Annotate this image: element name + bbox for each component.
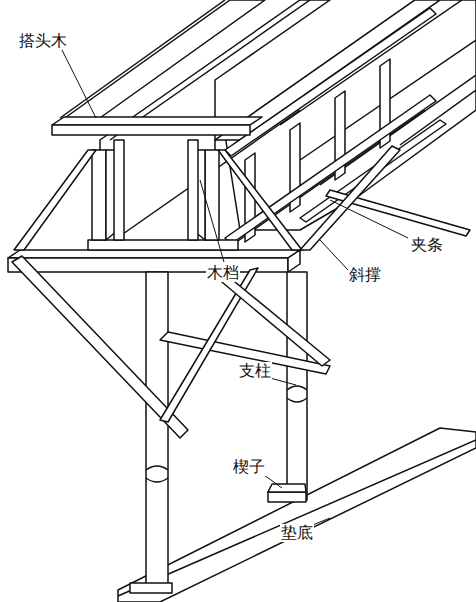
cross-plank	[8, 250, 300, 258]
leader-lines	[200, 180, 224, 262]
post	[287, 272, 307, 500]
cross-plank	[8, 258, 288, 272]
wedge-label: 楔子	[232, 458, 266, 476]
post	[287, 386, 307, 402]
short-brace	[14, 150, 96, 250]
beam-front	[88, 240, 238, 250]
post-label: 支柱	[238, 362, 272, 380]
slab-boards	[300, 40, 476, 160]
cross-plank	[288, 250, 300, 272]
leader-lines	[320, 240, 348, 270]
clamp-strip	[225, 8, 436, 156]
slab-boards	[280, 0, 462, 125]
post	[130, 583, 172, 593]
long-brace	[12, 256, 188, 438]
long-brace	[12, 256, 330, 438]
beam-front	[114, 140, 124, 240]
post	[146, 466, 168, 482]
clamp-strip-label: 夹条	[410, 236, 444, 254]
beam-front	[188, 140, 198, 240]
short-brace	[14, 146, 400, 250]
beam-front	[92, 150, 106, 240]
head-tree-label: 搭头木	[18, 32, 68, 50]
post	[268, 492, 306, 502]
beam-front	[205, 150, 219, 240]
brace-label: 斜撑	[348, 266, 382, 284]
head-tree	[52, 125, 250, 135]
leader-lines	[270, 378, 296, 385]
post	[146, 272, 168, 590]
slab-boards	[320, 75, 476, 185]
leader-lines	[62, 50, 96, 118]
leader-lines	[330, 200, 408, 238]
short-brace	[300, 146, 400, 250]
batten-label: 木档	[206, 264, 240, 282]
long-brace	[210, 268, 330, 366]
head-tree	[52, 117, 262, 125]
rear-braces	[400, 90, 476, 145]
sill-label: 垫底	[280, 524, 314, 542]
head-tree	[52, 117, 262, 135]
short-brace	[218, 150, 302, 250]
post	[268, 484, 306, 492]
leader-lines	[62, 50, 408, 530]
clamp-strip	[225, 8, 436, 244]
